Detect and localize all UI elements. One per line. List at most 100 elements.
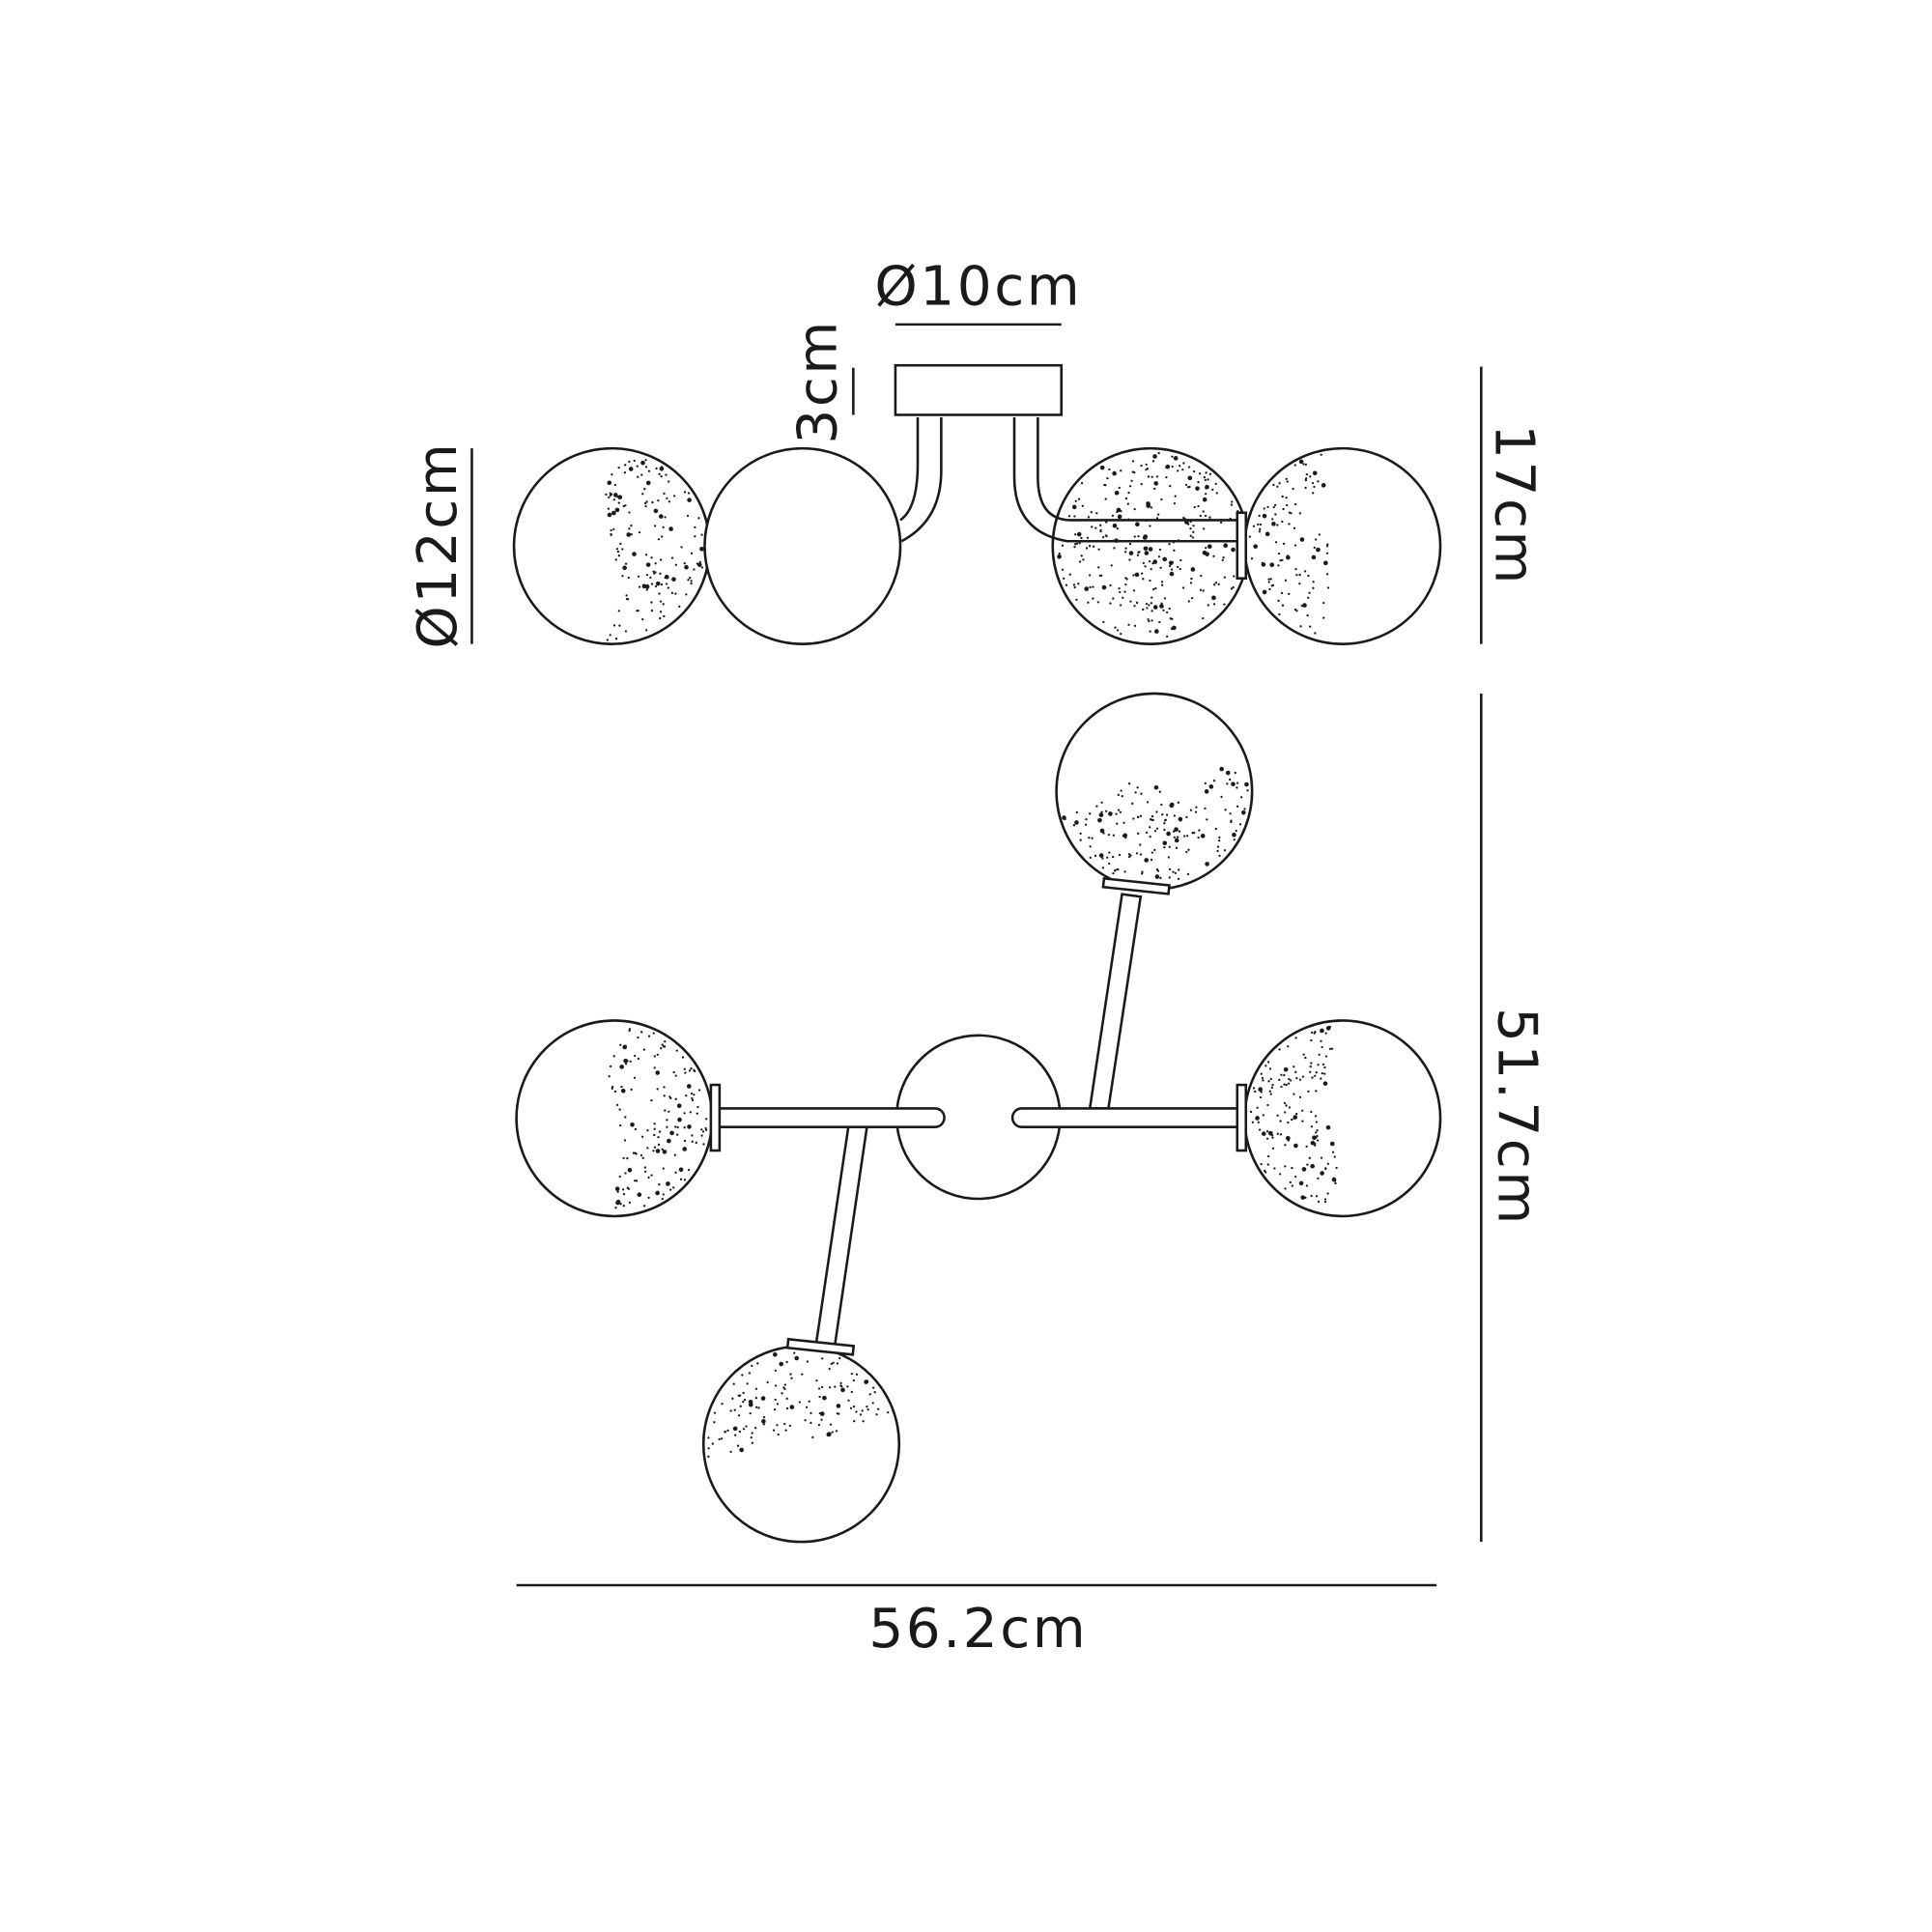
speckle-texture: [1316, 1129, 1319, 1132]
speckle-texture: [1328, 1047, 1332, 1051]
speckle-texture: [639, 1153, 643, 1157]
speckle-texture: [632, 1151, 636, 1154]
speckle-texture: [674, 1171, 677, 1174]
speckle-texture: [650, 601, 653, 604]
speckle-texture: [1158, 548, 1162, 552]
speckle-texture: [1212, 583, 1216, 586]
speckle-texture: [1326, 586, 1330, 589]
speckle-texture: [1312, 1135, 1317, 1141]
speckle-texture: [1082, 558, 1085, 561]
speckle-texture: [751, 1432, 753, 1435]
speckle-texture: [761, 1419, 766, 1424]
speckle-texture: [1197, 504, 1200, 508]
speckle-texture: [855, 1373, 859, 1376]
speckle-texture: [776, 1424, 779, 1427]
speckle-texture: [624, 504, 627, 507]
speckle-texture: [754, 1406, 758, 1408]
speckle-texture: [653, 508, 659, 514]
speckle-texture: [611, 1087, 613, 1090]
speckle-texture: [1187, 466, 1191, 469]
speckle-texture: [1150, 602, 1152, 605]
speckle-texture: [1286, 554, 1291, 560]
speckle-texture: [872, 1386, 875, 1389]
speckle-texture: [613, 1090, 617, 1094]
speckle-texture: [748, 1372, 752, 1375]
speckle-texture: [608, 496, 611, 499]
speckle-texture: [644, 459, 647, 462]
speckle-texture: [1282, 542, 1286, 546]
speckle-texture: [1105, 810, 1108, 812]
speckle-texture: [1101, 857, 1104, 860]
speckle-texture: [614, 558, 617, 561]
speckle-texture: [1313, 485, 1316, 489]
speckle-texture: [640, 1135, 644, 1138]
speckle-texture: [828, 1367, 831, 1371]
speckle-texture: [1100, 801, 1103, 804]
speckle-texture: [611, 1085, 614, 1089]
speckle-texture: [1189, 534, 1192, 537]
speckle-texture: [690, 1066, 693, 1070]
speckle-texture: [1259, 1095, 1263, 1099]
speckle-texture: [1129, 854, 1132, 857]
speckle-texture: [1267, 1130, 1273, 1136]
speckle-texture: [1200, 834, 1206, 838]
speckle-texture: [1258, 530, 1262, 533]
speckle-texture: [774, 1398, 777, 1402]
speckle-texture: [614, 1186, 620, 1192]
speckle-texture: [1170, 627, 1174, 630]
speckle-texture: [628, 1028, 632, 1031]
speckle-texture: [1226, 782, 1229, 785]
speckle-texture: [1136, 554, 1140, 556]
speckle-texture: [1125, 578, 1128, 581]
speckle-texture: [1168, 867, 1172, 871]
speckle-texture: [1204, 514, 1208, 518]
speckle-texture: [653, 1122, 656, 1125]
speckle-texture: [1127, 856, 1131, 859]
speckle-texture: [1091, 526, 1094, 528]
speckle-texture: [1146, 607, 1149, 610]
speckle-texture: [1288, 523, 1291, 526]
speckle-texture: [667, 586, 669, 589]
speckle-texture: [1141, 872, 1144, 875]
speckle-texture: [1109, 602, 1112, 605]
speckle-texture: [776, 1403, 780, 1406]
speckle-texture: [1252, 1087, 1256, 1090]
speckle-texture: [1168, 543, 1171, 546]
speckle-texture: [1122, 821, 1125, 824]
speckle-texture: [1314, 1030, 1317, 1034]
speckle-texture: [634, 1151, 637, 1154]
speckle-texture: [700, 1134, 703, 1137]
speckle-texture: [641, 617, 644, 621]
speckle-texture: [666, 1181, 670, 1186]
speckle-texture: [713, 1411, 717, 1414]
speckle-texture: [1165, 475, 1168, 479]
speckle-texture: [1307, 596, 1310, 599]
speckle-texture: [784, 1429, 787, 1432]
speckle-texture: [832, 1361, 835, 1364]
speckle-texture: [1276, 524, 1279, 526]
speckle-texture: [1151, 562, 1154, 565]
speckle-texture: [1257, 1121, 1260, 1123]
speckle-texture: [1190, 596, 1194, 600]
speckle-texture: [1141, 870, 1144, 873]
speckle-texture: [650, 582, 654, 585]
speckle-texture: [1123, 551, 1127, 554]
speckle-texture: [785, 1406, 789, 1410]
speckle-texture: [651, 500, 654, 504]
speckle-texture: [1251, 1121, 1255, 1123]
speckle-texture: [1334, 1181, 1337, 1185]
speckle-texture: [1256, 1106, 1259, 1109]
speckle-texture: [867, 1407, 869, 1411]
speckle-texture: [1266, 505, 1269, 509]
speckle-texture: [1147, 618, 1150, 621]
speckle-texture: [1316, 1134, 1319, 1138]
speckle-texture: [617, 501, 620, 504]
speckle-texture: [1262, 513, 1267, 519]
speckle-texture: [1112, 871, 1115, 875]
speckle-texture: [687, 497, 692, 502]
speckle-texture: [1145, 602, 1149, 606]
speckle-texture: [1150, 568, 1152, 571]
speckle-texture: [612, 498, 615, 501]
speckle-texture: [1272, 505, 1275, 509]
speckle-texture: [627, 576, 630, 580]
